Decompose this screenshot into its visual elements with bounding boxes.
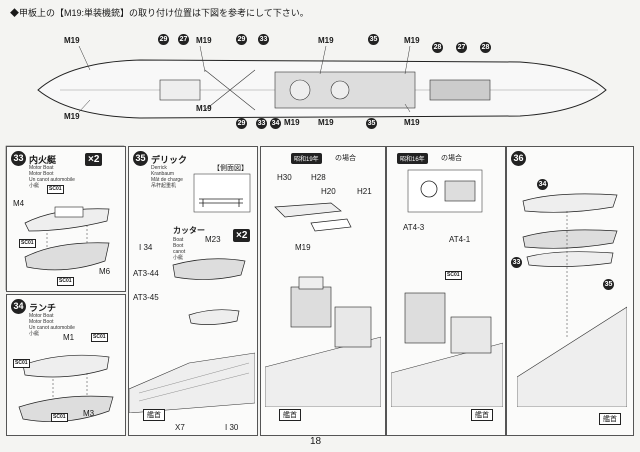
step-subtitle: Motor Boat Motor Boot Un canot automobil… [29,165,75,189]
part-i30-label: I 30 [225,423,239,432]
sc01-tag: SC01 [91,333,108,342]
part-h28-label: H28 [311,173,326,182]
part-m1-label: M1 [63,333,75,342]
mount-part-drawing [274,202,352,232]
sc01-tag: SC01 [57,277,74,286]
callout-28: 28 [480,42,491,53]
m19-label: M19 [404,118,420,127]
bow-direction-label: 艦首 [143,409,165,421]
part-at41-label: AT4-1 [449,235,471,244]
step-subtitle: Motor Boat Motor Boot Un canot automobil… [29,313,75,337]
part-m4-label: M4 [13,199,25,208]
step-number: 35 [133,151,148,166]
callout-29: 29 [158,34,169,45]
sc01-tag: SC01 [445,271,462,280]
step-number: 33 [11,151,26,166]
step35-panel: 35 デリック Derrick Kranbaum Mât de charge 吊… [128,146,258,436]
m19-label: M19 [284,118,300,127]
m19-label: M19 [196,36,212,45]
callout-35: 35 [366,118,377,129]
part-at43-label: AT4-3 [403,223,425,232]
bow-direction-label: 艦首 [599,413,621,425]
callout-28: 28 [432,42,443,53]
callout-35: 35 [368,34,379,45]
m19-label: M19 [64,36,80,45]
callout-33: 33 [511,257,522,268]
callout-34: 34 [537,179,548,190]
header-note: ◆甲板上の【M19:単装機銃】の取り付け位置は下図を参考にして下さい。 [10,8,309,18]
showa19-panel: 昭和19年 の場合 H30 H28 H20 H21 M19 艦首 [260,146,386,436]
step-title: デリック [151,155,188,165]
callout-33: 33 [256,118,267,129]
step-title: 内火艇 [29,155,57,165]
cutter-subtitle: Boat Boot canot 小艇 [173,237,186,261]
m19-label: M19 [318,118,334,127]
step-subtitle: Derrick Kranbaum Mât de charge 吊杆起重机 [151,165,183,189]
callout-33: 33 [258,34,269,45]
quantity-badge: ×2 [85,153,103,166]
bow-direction-label: 艦首 [279,409,301,421]
callout-27: 27 [178,34,189,45]
m19-label: M19 [318,36,334,45]
superstructure-drawing [265,276,381,407]
part-m6-label: M6 [99,267,111,276]
part-m3-label: M3 [83,409,95,418]
showa16-panel: 昭和16年 の場合 AT4-3 AT4-1 SC01 艦首 [386,146,506,436]
sc01-tag: SC01 [47,185,64,194]
launch-drawing [18,354,114,422]
page-number: 18 [310,436,322,447]
side-view-label: 【側面図】 [213,165,248,172]
callout-35: 35 [603,279,614,290]
part-h21-label: H21 [357,187,372,196]
era-suffix: の場合 [441,155,462,162]
callout-29: 29 [236,34,247,45]
part-i34-label: I 34 [139,243,153,252]
part-m23-label: M23 [205,235,221,244]
part-m19-label: M19 [295,243,311,252]
step-title: ランチ [29,303,57,313]
boat-rack-inset [407,169,483,213]
sc01-tag: SC01 [13,359,30,368]
part-at345-label: AT3-45 [133,293,159,302]
cutter-title: カッター [173,226,205,235]
qty-x7-label: X7 [175,423,185,432]
era-badge: 昭和19年 [291,153,322,164]
boat-placement-drawing [517,193,627,407]
cutter-drawing [172,258,246,325]
callout-34: 34 [270,118,281,129]
m19-label: M19 [64,112,80,121]
callout-27: 27 [456,42,467,53]
bow-direction-label: 艦首 [471,409,493,421]
step33-panel: 33 内火艇 Motor Boat Motor Boot Un canot au… [6,146,126,292]
superstructure-drawing [391,292,503,407]
step36-panel: 36 34 33 35 艦首 [506,146,634,436]
derrick-side-view [193,173,251,213]
m19-label: M19 [404,36,420,45]
ship-deck-detail [129,352,255,413]
quantity-badge: ×2 [233,229,251,242]
motor-boat-drawing [24,206,110,271]
step-number: 34 [11,299,26,314]
callout-29: 29 [236,118,247,129]
era-suffix: の場合 [335,155,356,162]
sc01-tag: SC01 [51,413,68,422]
step34-panel: 34 ランチ Motor Boat Motor Boot Un canot au… [6,294,126,436]
m19-label: M19 [196,104,212,113]
part-at344-label: AT3-44 [133,269,159,278]
part-h30-label: H30 [277,173,292,182]
step-number: 36 [511,151,526,166]
part-h20-label: H20 [321,187,336,196]
sc01-tag: SC01 [19,239,36,248]
era-badge: 昭和16年 [397,153,428,164]
